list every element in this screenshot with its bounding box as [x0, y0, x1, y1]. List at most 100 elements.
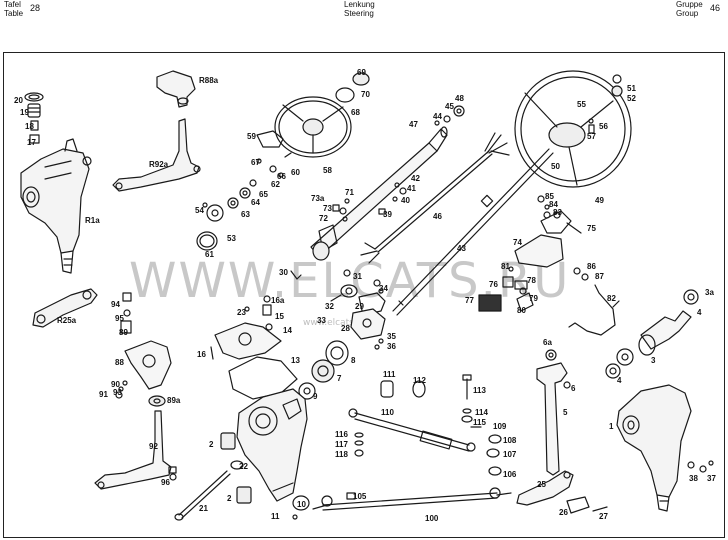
part-label: 28: [341, 324, 350, 333]
part-label: 74: [513, 238, 522, 247]
part-label: 82: [607, 294, 616, 303]
part-label: 62: [271, 180, 280, 189]
part-label: 114: [475, 408, 488, 417]
part-label: 4: [697, 308, 702, 317]
part-label: 73: [323, 204, 332, 213]
part-label: 6: [571, 384, 576, 393]
part-label: 6a: [543, 338, 552, 347]
part-label: 76: [489, 280, 498, 289]
idler-assembly-88: [94, 292, 177, 490]
exploded-view-diagram: WWW.ELCATS.RU www.elcats.ru: [14, 68, 716, 523]
column-top-bearings: [332, 105, 465, 222]
worm-shaft-assembly: [605, 289, 699, 379]
plate-label-en: Table: [4, 9, 24, 18]
drop-arm-5: [536, 349, 571, 476]
part-label: 29: [355, 302, 364, 311]
part-label: 107: [503, 450, 517, 459]
part-label: 42: [411, 174, 420, 183]
part-label: 111: [383, 370, 396, 379]
part-label: 26: [559, 508, 568, 517]
part-label: 33: [317, 316, 326, 325]
bushings-2-22: [220, 432, 252, 504]
steering-wheel-small: [274, 96, 352, 158]
part-label: 73a: [311, 194, 325, 203]
part-label: 63: [241, 210, 250, 219]
part-label: 106: [503, 470, 517, 479]
part-label: 86: [587, 262, 596, 271]
part-label: 52: [627, 94, 636, 103]
part-label: 75: [587, 224, 596, 233]
part-label: 118: [335, 450, 348, 459]
part-label: 59: [247, 132, 256, 141]
group-label-en: Group: [676, 9, 699, 18]
part-label: 46: [433, 212, 442, 221]
part-label: 85: [545, 192, 554, 201]
part-label: 72: [319, 214, 328, 223]
part-label: 112: [413, 376, 426, 385]
part-label: 40: [401, 196, 410, 205]
part-label: 15: [275, 312, 284, 321]
part-label: 7: [337, 374, 342, 383]
part-label: 117: [335, 440, 348, 449]
part-label: 16a: [271, 296, 285, 305]
part-label: 43: [457, 244, 466, 253]
part-label: 49: [595, 196, 604, 205]
tie-rod-110: [348, 408, 476, 452]
part-label: 57: [587, 132, 596, 141]
part-label: 22: [239, 462, 248, 471]
coupling-parts: [290, 269, 386, 350]
part-label: 70: [361, 90, 370, 99]
part-label: 39: [383, 210, 392, 219]
part-label: 71: [345, 188, 354, 197]
part-label: 10: [297, 500, 306, 509]
part-label: 44: [433, 112, 442, 121]
part-label: 36: [387, 342, 396, 351]
part-label: 84: [549, 200, 558, 209]
oil-cap-group: [24, 92, 44, 144]
gasket-13: [228, 356, 298, 400]
part-label: 38: [689, 474, 698, 483]
part-label: 2: [227, 494, 232, 503]
part-label: 54: [195, 206, 204, 215]
part-label: 11: [271, 512, 280, 521]
part-label: 105: [353, 492, 367, 501]
part-label: 113: [473, 386, 486, 395]
part-label: 64: [251, 198, 260, 207]
part-label: 34: [379, 284, 388, 293]
column-bracket-74: [514, 195, 582, 268]
steering-column-jacket: [310, 126, 448, 261]
part-label: 67: [251, 158, 260, 167]
part-label: 87: [595, 272, 604, 281]
steering-arm-25: [516, 470, 608, 514]
part-label: 4: [617, 376, 622, 385]
part-label: 116: [335, 430, 348, 439]
section-title: Lenkung Steering: [344, 0, 375, 18]
part-label: 90: [111, 380, 120, 389]
part-label: 48: [455, 94, 464, 103]
part-label: 2: [209, 440, 214, 449]
part-label: 27: [599, 512, 608, 521]
part-label: 65: [259, 190, 268, 199]
part-label: 30: [279, 268, 288, 277]
part-label: 51: [627, 84, 636, 93]
plate-label-de: Tafel: [4, 0, 21, 9]
part-label: 50: [551, 162, 560, 171]
part-label: 89: [119, 328, 128, 337]
part-label: R25a: [57, 316, 77, 325]
part-label: 96: [161, 478, 170, 487]
part-label: 69: [357, 68, 366, 77]
part-label: 56: [599, 122, 608, 131]
group-label-de: Gruppe: [676, 0, 703, 9]
part-label: 3a: [705, 288, 714, 297]
part-label: 32: [325, 302, 334, 311]
part-label: R92a: [149, 160, 169, 169]
part-label: 8: [351, 356, 356, 365]
sector-shaft-21: [174, 470, 231, 521]
part-label: 58: [323, 166, 332, 175]
part-label: 37: [707, 474, 716, 483]
steering-box-1: [616, 384, 714, 512]
part-label: 3: [651, 356, 656, 365]
part-label: 45: [445, 102, 454, 111]
shift-linkage-parts: [478, 266, 620, 336]
steering-shaft-43: [392, 148, 554, 316]
